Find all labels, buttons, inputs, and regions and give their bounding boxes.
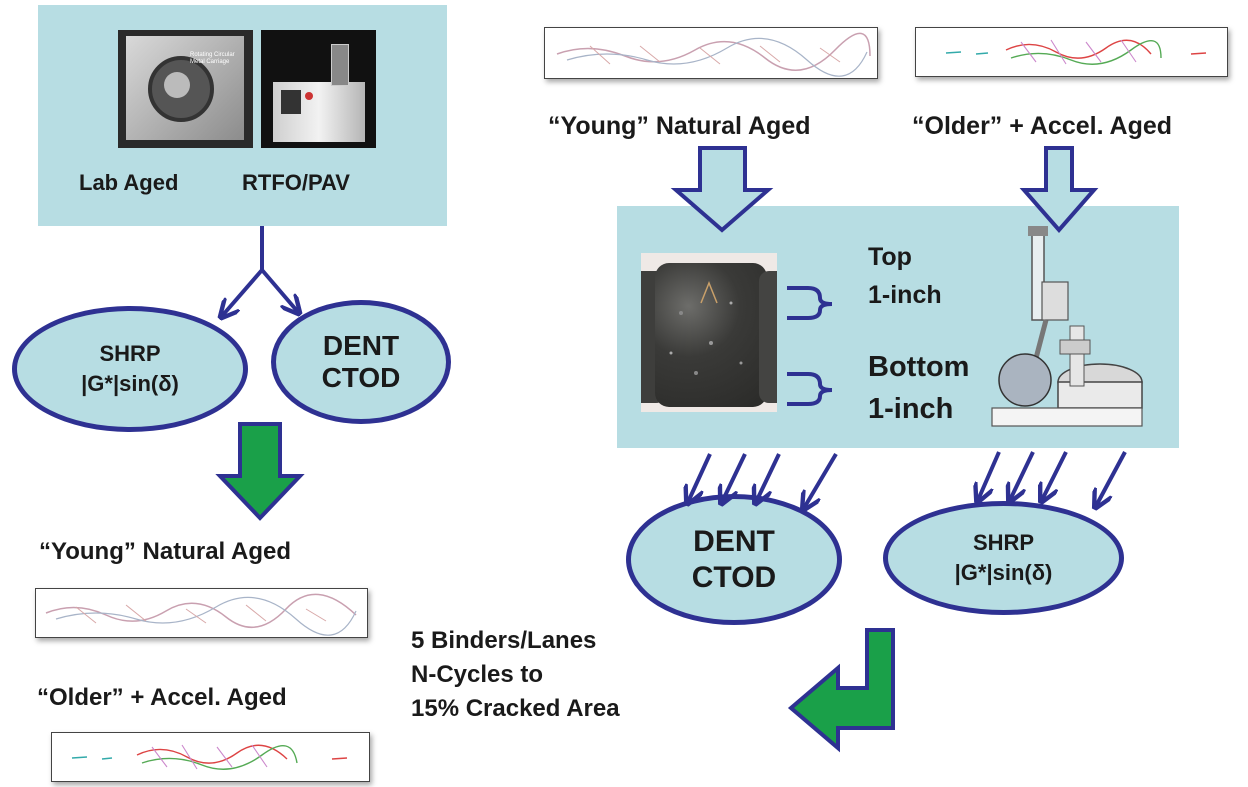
top-label: Top [868, 243, 912, 271]
top-inch-label: Top 1-inch [868, 238, 942, 314]
bottom-brace [787, 372, 833, 406]
left-shrp-ellipse: SHRP |G*|sin(δ) [12, 306, 248, 432]
green-down-arrow [215, 422, 305, 521]
ctod-label: CTOD [691, 560, 777, 594]
bottom-inch: 1-inch [868, 393, 954, 425]
left-young-crack-strip [35, 588, 368, 638]
core-texture [669, 280, 743, 375]
shrp-label: SHRP [972, 530, 1035, 555]
ctod-label: CTOD [321, 362, 401, 393]
green-elbow-arrow [787, 628, 895, 753]
lab-aged-label: Lab Aged [79, 170, 179, 195]
summary-text: 5 Binders/Lanes N-Cycles to 15% Cracked … [411, 624, 620, 726]
right-dent-ellipse: DENT CTOD [626, 494, 842, 625]
crack-pattern [71, 744, 348, 770]
top-older-label: “Older” + Accel. Aged [912, 112, 1173, 140]
right-shrp-ellipse: SHRP |G*|sin(δ) [883, 501, 1124, 615]
left-young-label: “Young” Natural Aged [39, 538, 291, 565]
summary-line: 15% Cracked Area [411, 695, 620, 722]
summary-line: 5 Binders/Lanes [411, 627, 597, 654]
older-down-arrow [1019, 146, 1099, 234]
dent-label: DENT [322, 330, 400, 361]
shrp-fan-arrows [978, 451, 1127, 506]
photo-caption-line: Rotating Circular [190, 52, 235, 58]
lab-split-connector [222, 226, 298, 316]
crack-pattern [45, 593, 357, 636]
evaporator-drawing [991, 226, 1143, 427]
left-older-label: “Older” + Accel. Aged [37, 684, 287, 711]
dent-fan-arrows [688, 452, 838, 508]
summary-line: N-Cycles to [411, 661, 544, 688]
bottom-inch-label: Bottom 1-inch [868, 346, 969, 430]
bottom-label: Bottom [868, 351, 970, 383]
left-older-crack-strip [51, 732, 370, 782]
asphalt-core-photo [641, 253, 777, 412]
shrp-formula: |G*|sin(δ) [81, 371, 179, 396]
left-dent-ellipse: DENT CTOD [271, 300, 451, 424]
shrp-label: SHRP [99, 341, 161, 366]
top-young-crack-strip [544, 27, 878, 79]
crack-pattern [556, 32, 871, 77]
photo-caption-line: Metal Carriage [190, 59, 230, 65]
rtfo-pav-label: RTFO/PAV [242, 170, 350, 195]
top-brace [787, 286, 833, 320]
photo-caption: Rotating Circular Metal Carriage [190, 52, 235, 66]
pav-oven-photo [261, 30, 376, 148]
rotary-evaporator-image [980, 222, 1155, 438]
top-older-crack-strip [915, 27, 1228, 77]
crack-pattern [945, 39, 1207, 65]
dent-label: DENT [693, 524, 775, 558]
top-young-label: “Young” Natural Aged [548, 112, 811, 140]
rtfo-oven-photo: Rotating Circular Metal Carriage [118, 30, 253, 148]
top-inch: 1-inch [868, 281, 942, 309]
shrp-formula: |G*|sin(δ) [954, 560, 1053, 585]
young-down-arrow [670, 146, 774, 233]
